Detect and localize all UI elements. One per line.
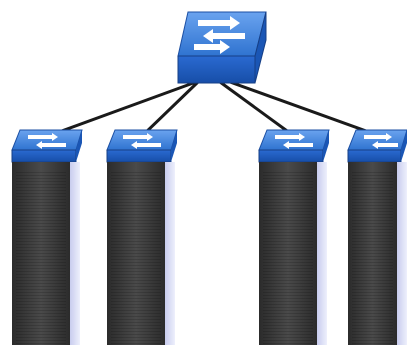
rack-2 [106, 129, 178, 345]
link-core-to-rack-4 [229, 80, 381, 138]
network-switch-icon [177, 11, 267, 84]
network-switch-icon [347, 129, 407, 163]
network-switch-icon [258, 129, 330, 163]
rack-3 [258, 129, 330, 345]
links [47, 80, 381, 138]
link-core-to-rack-2 [140, 80, 200, 138]
core-switch [177, 11, 267, 84]
link-core-to-rack-3 [219, 80, 295, 138]
rack-4 [347, 129, 407, 345]
server-rack-icon [348, 162, 407, 345]
network-switch-icon [11, 129, 83, 163]
rack-1 [11, 129, 83, 345]
server-rack-icon [12, 162, 80, 345]
link-core-to-rack-1 [47, 80, 197, 138]
server-rack-icon [259, 162, 327, 345]
server-rack-icon [107, 162, 175, 345]
network-switch-icon [106, 129, 178, 163]
